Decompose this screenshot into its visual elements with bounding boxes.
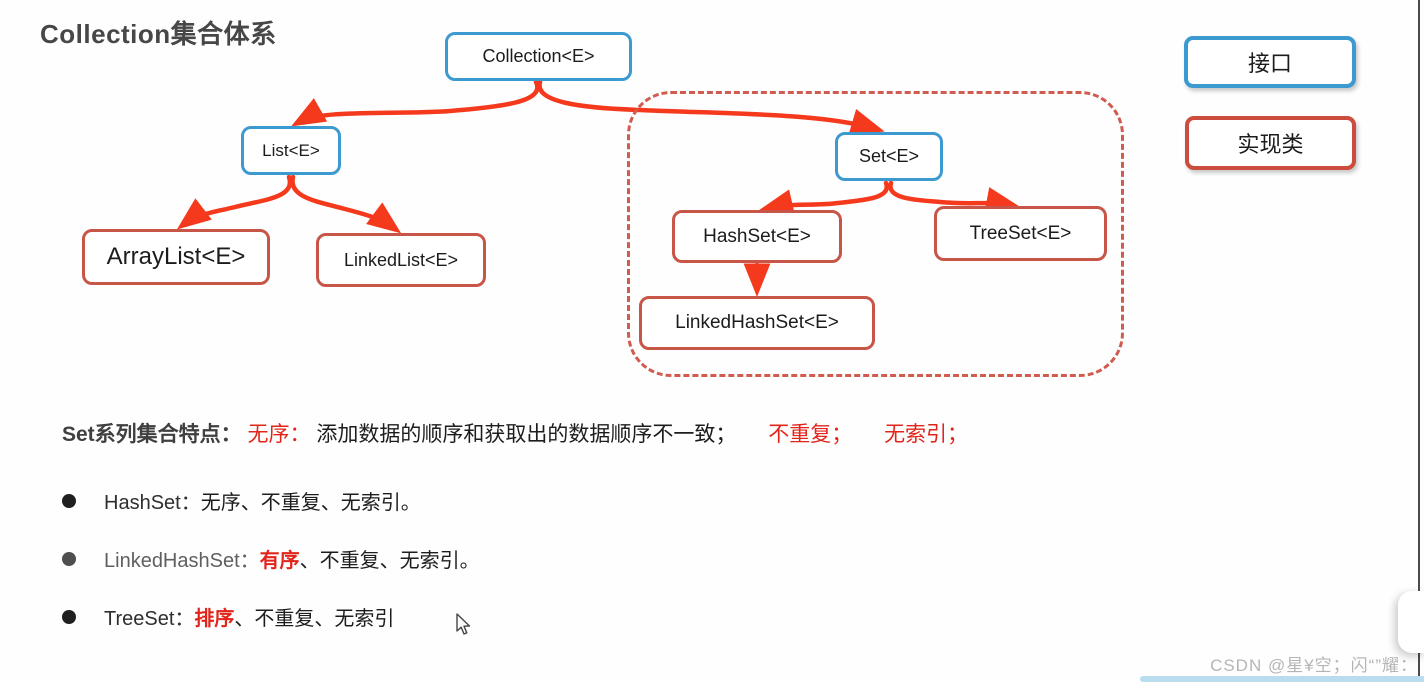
node-arraylist: ArrayList<E> (82, 229, 270, 285)
notes-heading-noindex: 无索引； (884, 423, 969, 446)
page-title: Collection集合体系 (40, 19, 277, 49)
bullet-dot (62, 609, 76, 624)
right-edge-divider (1418, 0, 1420, 682)
node-treeset-label: TreeSet<E> (969, 222, 1072, 244)
node-hashset: HashSet<E> (672, 210, 842, 263)
bullet-treeset-label: TreeSet： (104, 608, 195, 630)
notes-heading-unordered: 无序： (247, 423, 311, 446)
bullet-hashset: HashSet： 无序、不重复、无索引。 (62, 486, 421, 515)
node-linkedlist-label: LinkedList<E> (343, 249, 459, 270)
node-list-label: List<E> (262, 140, 320, 160)
bullet-linkedhashset-highlight: 有序 (259, 550, 300, 572)
notes-heading-title: Set系列集合特点： (62, 423, 242, 446)
csdn-watermark: CSDN @星¥空；闪“”耀： (1210, 656, 1418, 675)
mouse-cursor-icon (456, 613, 471, 635)
floating-side-widget[interactable] (1398, 591, 1424, 653)
arrow-collection-to-list (291, 79, 540, 127)
bullet-treeset: TreeSet： 排序 、不重复、无索引 (62, 602, 394, 631)
bullet-linkedhashset-label: LinkedHashSet： (104, 550, 260, 572)
bullet-linkedhashset: LinkedHashSet： 有序 、不重复、无索引。 (62, 544, 480, 573)
node-set: Set<E> (835, 132, 943, 181)
node-treeset: TreeSet<E> (934, 206, 1107, 261)
node-arraylist-label: ArrayList<E> (106, 243, 246, 270)
node-set-label: Set<E> (858, 146, 920, 166)
node-hashset-label: HashSet<E> (703, 225, 811, 247)
node-collection: Collection<E> (445, 32, 632, 81)
bullet-linkedhashset-text: 、不重复、无索引。 (299, 550, 480, 572)
set-feature-notes: Set系列集合特点： 无序： 添加数据的顺序和获取出的数据顺序不一致； 不重复；… (62, 420, 1112, 450)
bottom-progress-bar (1140, 676, 1424, 682)
set-family-group-outline (627, 91, 1124, 377)
node-collection-label: Collection<E> (482, 46, 595, 66)
notes-heading-norepeat: 不重复； (768, 423, 853, 446)
legend-interface: 接口 (1184, 36, 1356, 88)
notes-heading: Set系列集合特点： 无序： 添加数据的顺序和获取出的数据顺序不一致； 不重复；… (62, 420, 1112, 450)
bullet-hashset-label: HashSet： (104, 492, 201, 514)
notes-heading-description: 添加数据的顺序和获取出的数据顺序不一致； (316, 423, 737, 446)
node-linkedhashset: LinkedHashSet<E> (639, 296, 875, 350)
node-linkedlist: LinkedList<E> (316, 233, 486, 287)
bullet-hashset-text: 无序、不重复、无索引。 (200, 492, 421, 514)
node-list: List<E> (241, 126, 341, 175)
node-linkedhashset-label: LinkedHashSet<E> (675, 312, 839, 333)
legend-implementation: 实现类 (1185, 116, 1356, 170)
arrow-list-to-arraylist (176, 174, 293, 230)
legend-implementation-label: 实现类 (1237, 132, 1304, 157)
arrow-list-to-linkedlist (290, 174, 402, 234)
bullet-treeset-highlight: 排序 (194, 608, 235, 630)
legend-interface-label: 接口 (1247, 51, 1292, 76)
bullet-dot (62, 493, 76, 508)
bullet-treeset-text: 、不重复、无索引 (234, 608, 395, 630)
bullet-dot (62, 551, 76, 566)
